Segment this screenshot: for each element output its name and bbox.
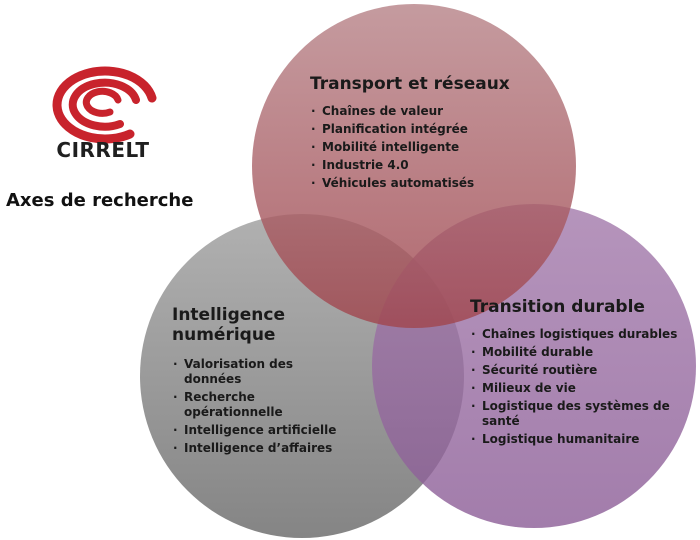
transport-block: Transport et réseaux Chaînes de valeur P… [310, 74, 550, 194]
list-item: Planification intégrée [310, 122, 550, 137]
diagram-subtitle: Axes de recherche [6, 190, 194, 211]
transport-title: Transport et réseaux [310, 74, 510, 94]
transition-block: Transition durable Chaînes logistiques d… [470, 297, 680, 450]
list-item: Sécurité routière [470, 363, 680, 378]
list-item: Chaînes de valeur [310, 104, 550, 119]
transition-title: Transition durable [470, 297, 645, 317]
list-item: Logistique humanitaire [470, 432, 680, 447]
list-item: Mobilité intelligente [310, 140, 550, 155]
transport-list: Chaînes de valeur Planification intégrée… [310, 104, 550, 191]
list-item: Chaînes logistiques durables [470, 327, 680, 342]
list-item: Milieux de vie [470, 381, 680, 396]
intelligence-block: Intelligence numérique Valorisation des … [172, 305, 347, 459]
list-item: Mobilité durable [470, 345, 680, 360]
intelligence-title-line2: numérique [172, 325, 276, 345]
list-item: Industrie 4.0 [310, 158, 550, 173]
list-item: Logistique des systèmes de santé [470, 399, 680, 429]
list-item: Recherche opérationnelle [172, 390, 347, 420]
intelligence-list: Valorisation des données Recherche opéra… [172, 357, 347, 456]
transition-list: Chaînes logistiques durables Mobilité du… [470, 327, 680, 447]
list-item: Intelligence artificielle [172, 423, 347, 438]
cirrelt-logo-icon [52, 66, 157, 144]
brand-name: CIRRELT [56, 138, 150, 162]
list-item: Véhicules automatisés [310, 176, 550, 191]
list-item: Valorisation des données [172, 357, 347, 387]
intelligence-title-line1: Intelligence [172, 305, 285, 325]
intelligence-title: Intelligence numérique [172, 305, 347, 345]
list-item: Intelligence d’affaires [172, 441, 347, 456]
